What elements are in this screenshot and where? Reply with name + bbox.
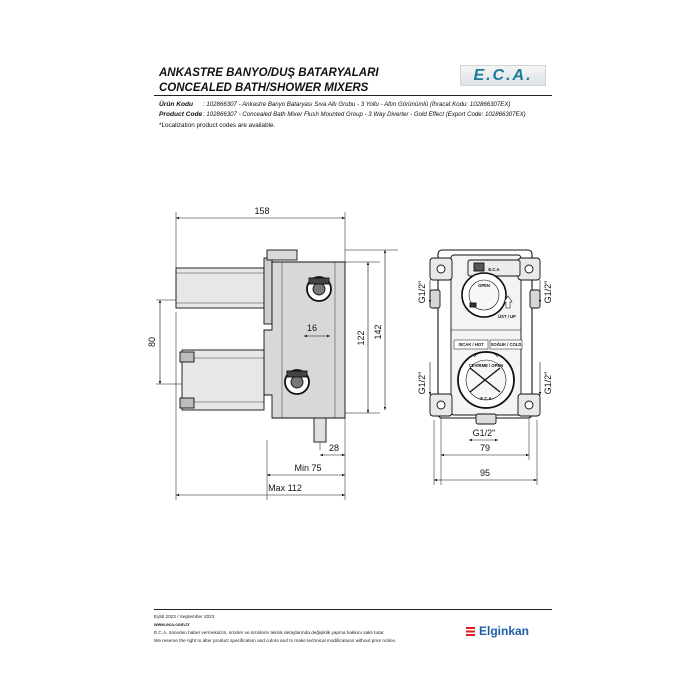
dim-95: 95 — [480, 468, 490, 478]
dim-158: 158 — [254, 206, 269, 216]
lower-logo: E.C.A — [480, 396, 491, 401]
dim-max112: Max 112 — [268, 483, 302, 493]
title-turkish: ANKASTRE BANYO/DUŞ BATARYALARI — [159, 67, 379, 79]
thread-top-right: G1/2" — [543, 281, 553, 304]
soguk-cold-label: SOĞUK / COLD — [491, 342, 522, 347]
product-code-tr-row: Ürün Kodu : 102866307 - Ankastre Banyo Ba… — [159, 100, 589, 110]
side-view — [175, 212, 346, 450]
footer-divider — [154, 609, 552, 610]
product-code-en-row: Product Code: 102866307 - Concealed Bath… — [159, 110, 589, 120]
eca-logo: E.C.A. — [460, 65, 546, 86]
dim-min75: Min 75 — [294, 463, 321, 473]
lower-dial-text: ÇEVİRME / OPEN — [469, 363, 503, 368]
product-info: Ürün Kodu : 102866307 - Ankastre Banyo Ba… — [159, 100, 589, 131]
header-divider — [154, 95, 552, 96]
sicak-hot-label: SICAK / HOT — [458, 342, 484, 347]
elginkan-logo-text: Elginkan — [479, 624, 530, 638]
title-english: CONCEALED BATH/SHOWER MIXERS — [159, 82, 369, 94]
dim-142: 142 — [373, 324, 383, 339]
footer-text: Eylül 2023 / September 2023 www.eca.com.… — [154, 613, 474, 645]
thread-top-left: G1/2" — [417, 281, 427, 304]
side-dimensions — [156, 216, 398, 500]
upper-dial-text: OPEN — [478, 283, 490, 288]
dim-16: 16 — [307, 323, 317, 333]
product-code-en-label: Product Code — [159, 111, 203, 119]
dim-28: 28 — [329, 443, 339, 453]
front-view — [429, 249, 541, 425]
front-dimensions — [428, 280, 542, 485]
localization-note: *Localization product codes are availabl… — [159, 121, 276, 129]
thread-bottom-center: G1/2" — [473, 428, 496, 438]
product-code-tr-label: Ürün Kodu — [159, 101, 194, 108]
footer-notice-en: We reserve the right to alter product sp… — [154, 638, 397, 643]
eca-logo-text: E.C.A. — [473, 67, 533, 84]
dim-79: 79 — [480, 443, 490, 453]
title-block: ANKASTRE BANYO/DUŞ BATARYALARI CONCEALED… — [159, 66, 559, 96]
elginkan-mark-icon — [466, 627, 475, 636]
thread-bottom-right: G1/2" — [543, 372, 553, 395]
dim-122: 122 — [356, 330, 366, 345]
footer-date: Eylül 2023 / September 2023 — [154, 614, 215, 619]
ust-up-label: ÜST / UP — [498, 314, 516, 319]
product-code-en-value: : 102866307 - Concealed Bath Mixer Flush… — [203, 111, 526, 119]
footer-notice-tr: E.C.A. önceden haber vermeksizin, ürünle… — [154, 630, 385, 635]
product-code-tr-value: : 102866307 - Ankastre Banyo Bataryası S… — [203, 101, 511, 108]
thread-bottom-left: G1/2" — [417, 372, 427, 395]
elginkan-logo: Elginkan — [466, 624, 529, 638]
dim-80: 80 — [147, 337, 157, 347]
footer-website[interactable]: www.eca.com.tr — [154, 622, 190, 627]
cap-logo: E.C.A — [488, 267, 499, 272]
